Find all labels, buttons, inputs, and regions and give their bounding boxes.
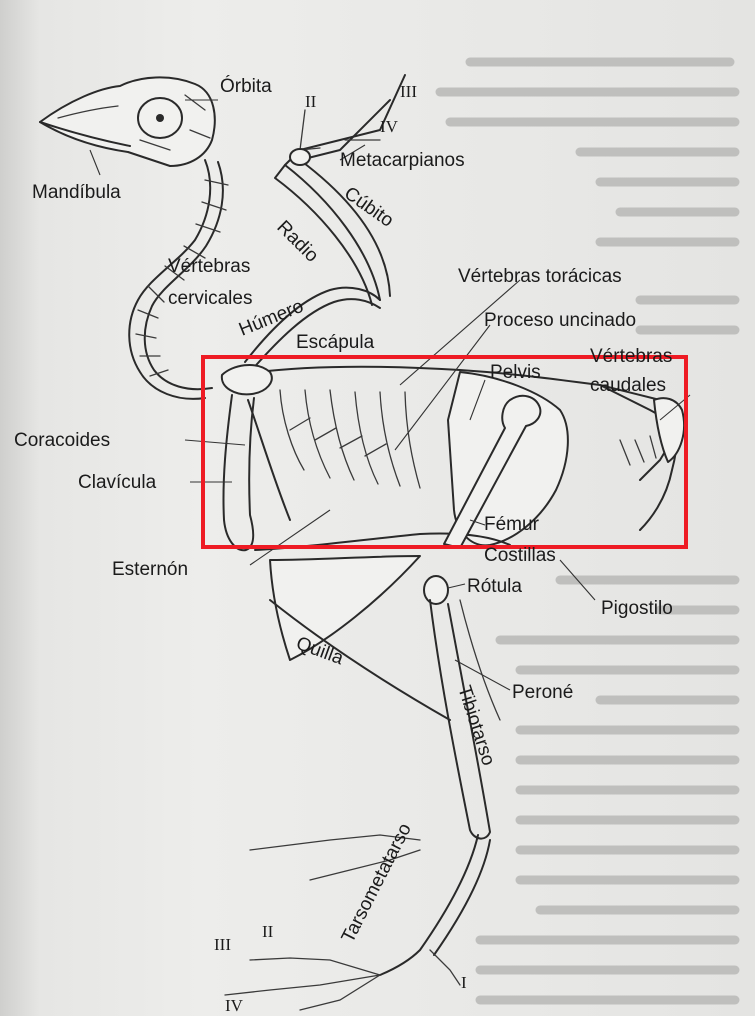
label-wing-digit-ii: II bbox=[305, 92, 317, 111]
label-wing-digit-iv: IV bbox=[380, 117, 399, 136]
label-mandibula: Mandíbula bbox=[32, 182, 121, 203]
label-esternon: Esternón bbox=[112, 559, 188, 580]
leg bbox=[225, 396, 540, 1010]
label-pelvis: Pelvis bbox=[490, 362, 541, 383]
patella-bone bbox=[424, 576, 448, 604]
label-foot-digit-ii: II bbox=[262, 922, 274, 941]
label-vertebras-cervicales-1: Vértebras bbox=[168, 256, 250, 277]
label-vertebras-caudales-1: Vértebras bbox=[590, 346, 672, 367]
skull bbox=[40, 77, 215, 166]
label-clavicula: Clavícula bbox=[78, 472, 157, 493]
label-coracoides: Coracoides bbox=[14, 430, 110, 451]
label-escapula: Escápula bbox=[296, 332, 375, 353]
label-foot-digit-iv: IV bbox=[225, 996, 244, 1015]
label-femur: Fémur bbox=[484, 514, 540, 535]
label-wing-digit-iii: III bbox=[400, 82, 417, 101]
label-metacarpianos: Metacarpianos bbox=[340, 150, 465, 171]
pygostyle-bone bbox=[654, 398, 684, 462]
label-cubito: Cúbito bbox=[340, 183, 397, 232]
label-tibiotarso: Tibiotarso bbox=[453, 683, 499, 768]
label-orbita: Órbita bbox=[220, 75, 272, 97]
label-tarsometatarso: Tarsometatarso bbox=[338, 820, 416, 946]
label-foot-digit-i: I bbox=[461, 973, 467, 992]
label-perone: Peroné bbox=[512, 682, 573, 703]
label-rotula: Rótula bbox=[467, 576, 522, 597]
label-costillas: Costillas bbox=[484, 545, 556, 566]
label-proceso-uncinado: Proceso uncinado bbox=[484, 310, 636, 331]
label-foot-digit-iii: III bbox=[214, 935, 231, 954]
label-vertebras-cervicales-2: cervicales bbox=[168, 288, 252, 309]
cervical-vertebrae bbox=[129, 160, 228, 399]
label-vertebras-caudales-2: caudales bbox=[590, 375, 666, 396]
label-pigostilo: Pigostilo bbox=[601, 598, 673, 619]
label-radio: Radio bbox=[272, 217, 322, 267]
label-vertebras-toracicas: Vértebras torácicas bbox=[458, 266, 622, 287]
